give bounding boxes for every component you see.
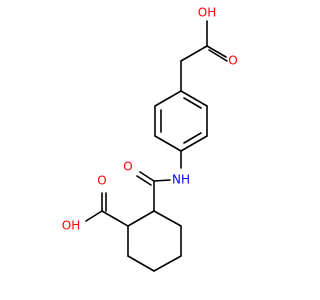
bond-cyclohexane-1: [153, 210, 182, 227]
bond-benzene-inner-1: [183, 97, 202, 109]
atom-labels: OH O NH O O OH: [62, 6, 238, 233]
amide-nh-label: NH: [172, 173, 190, 187]
bond-nh-carbonyl: [153, 179, 171, 182]
molecule-canvas: OH O NH O O OH: [62, 6, 238, 272]
molecule-structure: OH O NH O O OH: [62, 6, 238, 272]
bond-benzene-3: [180, 135, 208, 152]
bond-cyclohexane-6: [127, 210, 155, 227]
cyclohexane-acid-carbonyl-oxygen-label: O: [97, 174, 106, 188]
bond-benzene-inner-2: [183, 132, 202, 144]
bond-benzene-1: [180, 90, 208, 107]
bond-cyclohexane-carboxyl: [101, 210, 129, 227]
bond-cyclohexane-4: [127, 255, 155, 272]
bond-benzene-4: [154, 135, 182, 152]
bond-carbonyl-o-b: [136, 175, 152, 186]
amide-carbonyl-oxygen-label: O: [123, 160, 132, 174]
acetic-acid-carbonyl-oxygen-label: O: [228, 54, 237, 68]
bond-benzene-6: [154, 90, 182, 107]
bonds: [85, 20, 228, 272]
bond-cyclohexane-3: [153, 255, 182, 272]
bond-carbonyl-o-a: [139, 171, 155, 182]
bond-ch2-carboxyl: [180, 45, 208, 62]
bond-carboxyl-o-double-b: [208, 49, 228, 62]
cyclohexane-acid-hydroxyl-label: OH: [62, 219, 80, 233]
bond-cyclohexane-carboxyl-oh: [85, 210, 103, 222]
acetic-acid-hydroxyl-label: OH: [198, 6, 216, 20]
bond-carboxyl-o-double-a: [206, 45, 227, 58]
